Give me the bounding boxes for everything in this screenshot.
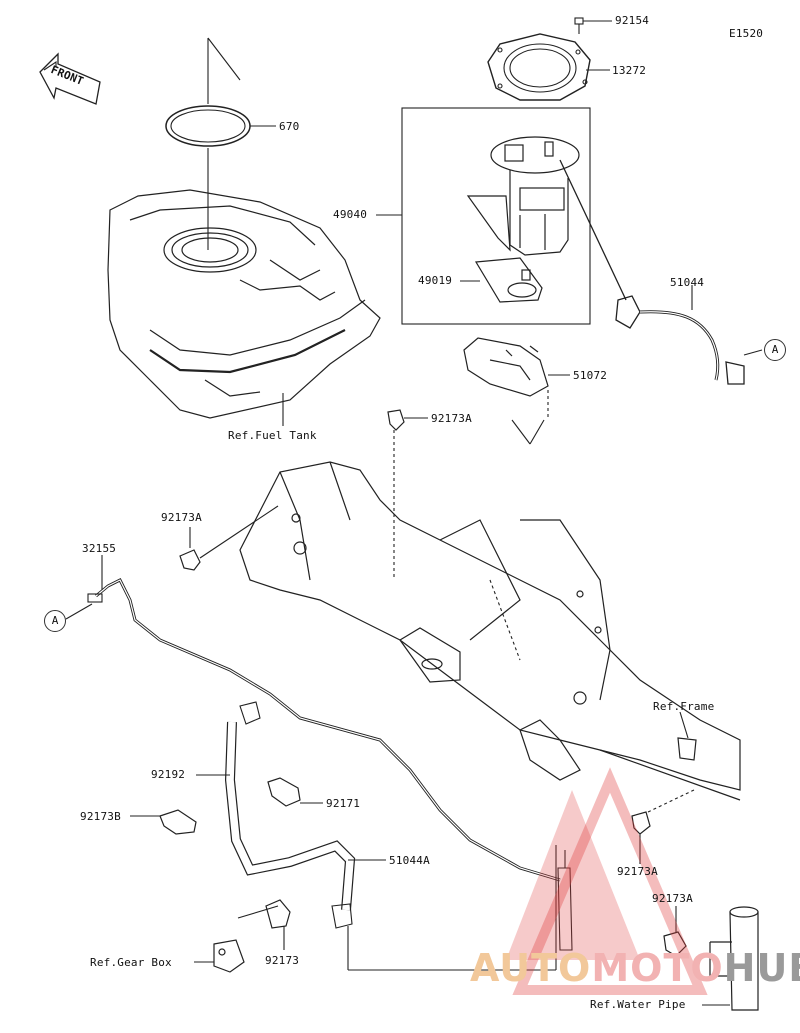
clip-92173A-4[interactable] xyxy=(663,931,687,957)
watermark-auto: AUTO xyxy=(470,946,592,990)
bolt-92154[interactable] xyxy=(574,17,584,34)
fuel-pump-49040[interactable] xyxy=(466,136,580,256)
o-ring-670[interactable] xyxy=(165,105,251,147)
bracket-51072[interactable] xyxy=(463,337,549,397)
part-label-92192[interactable]: 92192 xyxy=(151,768,186,781)
watermark-logo xyxy=(506,767,708,995)
diagram-code: E1520 xyxy=(729,27,764,40)
clip-92173A-2[interactable] xyxy=(179,549,201,571)
part-label-670[interactable]: 670 xyxy=(279,120,300,133)
part-label-92173B[interactable]: 92173B xyxy=(80,810,121,823)
fuel-tank xyxy=(107,189,381,419)
fuel-line-32155[interactable] xyxy=(87,577,561,882)
part-label-51044A[interactable]: 51044A xyxy=(389,854,430,867)
ref-frame: Ref.Frame xyxy=(653,700,715,713)
part-label-13272[interactable]: 13272 xyxy=(612,64,647,77)
ref-water-pipe: Ref.Water Pipe xyxy=(590,998,686,1011)
wire-harness-51044[interactable] xyxy=(559,159,745,385)
connector-a-right: A xyxy=(764,339,786,361)
part-label-92173A-2[interactable]: 92173A xyxy=(161,511,202,524)
part-label-92173[interactable]: 92173 xyxy=(265,954,300,967)
watermark-moto: MOTO xyxy=(591,946,724,990)
fuel-filter-49019[interactable] xyxy=(474,257,543,303)
clamp-92171[interactable] xyxy=(267,777,301,807)
hose-51044A[interactable] xyxy=(224,701,356,929)
fuel-pump-assembly-box xyxy=(401,107,591,325)
part-label-51072[interactable]: 51072 xyxy=(573,369,608,382)
ref-gear-box: Ref.Gear Box xyxy=(90,956,172,969)
part-label-49019[interactable]: 49019 xyxy=(418,274,453,287)
watermark-text: AUTOMOTOHUB xyxy=(470,948,800,988)
watermark-hub: HUB xyxy=(723,946,800,990)
frame xyxy=(239,461,741,801)
front-arrow-icon xyxy=(39,52,101,105)
part-label-49040[interactable]: 49040 xyxy=(333,208,368,221)
clamp-92173[interactable] xyxy=(265,899,291,929)
clip-92173A-3[interactable] xyxy=(631,811,651,835)
water-pipe xyxy=(709,906,759,1011)
part-label-92173A-1[interactable]: 92173A xyxy=(431,412,472,425)
ref-fuel-tank: Ref.Fuel Tank xyxy=(228,429,317,442)
clip-92173A-1[interactable] xyxy=(387,409,405,431)
part-label-92173A-3[interactable]: 92173A xyxy=(617,865,658,878)
clamp-92173B[interactable] xyxy=(159,809,197,835)
part-label-92154[interactable]: 92154 xyxy=(615,14,650,27)
fuel-outlet-pipe xyxy=(557,850,573,951)
part-label-92171[interactable]: 92171 xyxy=(326,797,361,810)
connector-a-left: A xyxy=(44,610,66,632)
part-label-51044[interactable]: 51044 xyxy=(670,276,705,289)
part-label-32155[interactable]: 32155 xyxy=(82,542,117,555)
pump-flange-13272[interactable] xyxy=(487,33,591,101)
part-label-92173A-4[interactable]: 92173A xyxy=(652,892,693,905)
gear-box-bracket xyxy=(213,939,245,973)
